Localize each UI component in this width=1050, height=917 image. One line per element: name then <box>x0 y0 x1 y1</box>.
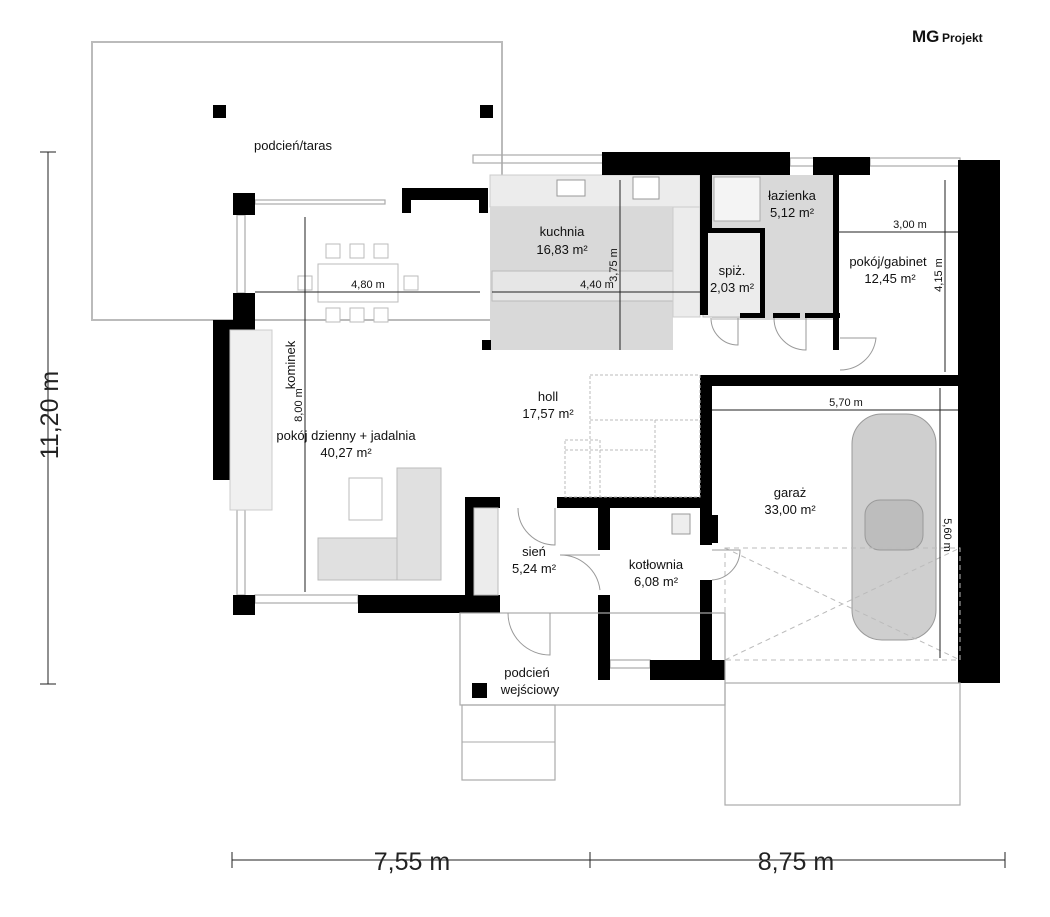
mg-projekt-logo: MG Projekt <box>912 27 983 46</box>
room-label-bathroom: łazienka <box>768 188 816 203</box>
overall-height-label: 11,20 m <box>36 371 64 459</box>
sofa <box>317 467 442 581</box>
room-label-terrace: podcień/taras <box>254 138 333 153</box>
porch-outline <box>459 612 726 706</box>
room-label-vestibule: sień <box>522 544 546 559</box>
dim-office-depth: 4,15 m <box>933 258 945 292</box>
terrace-outline <box>91 41 503 321</box>
fireplace-unit <box>229 329 273 511</box>
room-label-boiler: kotłownia <box>629 557 684 572</box>
overall-width-left-label: 7,55 m <box>374 848 450 876</box>
room-area-pantry: 2,03 m² <box>710 280 755 295</box>
room-label-kitchen: kuchnia <box>540 224 586 239</box>
room-area-garage: 33,00 m² <box>764 502 816 517</box>
room-label-office: pokój/gabinet <box>849 254 927 269</box>
dim-garage-width: 5,70 m <box>829 397 863 409</box>
room-area-hall: 17,57 m² <box>522 406 574 421</box>
dining-table <box>297 243 419 323</box>
door-swings <box>507 317 877 656</box>
room-label-porch: podcień <box>504 665 550 680</box>
dim-kitchen-width: 4,40 m <box>580 279 614 291</box>
sink-icon <box>556 179 586 197</box>
room-label-living: pokój dzienny + jadalnia <box>276 428 416 443</box>
vestibule-closet <box>473 507 499 596</box>
room-area-bathroom: 5,12 m² <box>770 205 815 220</box>
room-area-office: 12,45 m² <box>864 271 916 286</box>
dimension-lines <box>40 151 1006 868</box>
terrace-post <box>213 105 226 118</box>
dim-garage-depth: 5,60 m <box>941 518 953 552</box>
room-label-garage: garaż <box>774 485 807 500</box>
dim-living-depth: 8,00 m <box>293 388 305 422</box>
walls <box>213 152 1000 698</box>
room-label-hall: holl <box>538 389 558 404</box>
staircase <box>564 374 701 498</box>
room-area-vestibule: 5,24 m² <box>512 561 557 576</box>
kitchen-side-cabinets <box>672 206 701 318</box>
overall-width-right-label: 8,75 m <box>758 848 834 876</box>
boiler-icon <box>671 513 691 535</box>
kitchen-counter <box>489 174 701 208</box>
room-label-porch-2: wejściowy <box>500 682 560 697</box>
room-area-living: 40,27 m² <box>320 445 372 460</box>
dim-office-width: 3,00 m <box>893 219 927 231</box>
car-icon <box>851 413 937 641</box>
dim-living-width: 4,80 m <box>351 279 385 291</box>
room-area-boiler: 6,08 m² <box>634 574 679 589</box>
room-area-kitchen: 16,83 m² <box>536 242 588 257</box>
terrace-post <box>480 105 493 118</box>
room-label-pantry: spiż. <box>719 263 746 278</box>
driveway <box>724 682 961 806</box>
kitchen-island <box>491 270 703 302</box>
dim-kitchen-depth: 3,75 m <box>608 248 620 282</box>
coffee-table <box>348 477 383 521</box>
svg-text:MG: MG <box>912 27 939 46</box>
stove-icon <box>632 176 660 200</box>
svg-text:Projekt: Projekt <box>942 31 983 45</box>
garage-door-swing <box>724 547 961 661</box>
shower <box>713 176 761 222</box>
room-label-fireplace: kominek <box>283 340 298 389</box>
